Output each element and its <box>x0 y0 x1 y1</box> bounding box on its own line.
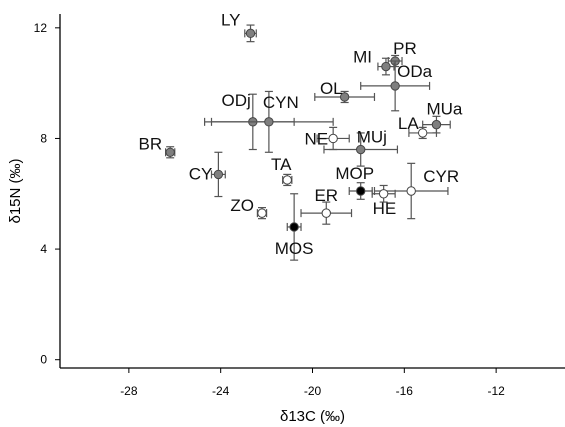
data-point: TA <box>271 155 293 187</box>
point-marker <box>356 186 366 196</box>
x-tick-label: -20 <box>304 384 322 398</box>
point-label: CYN <box>263 93 299 112</box>
point-marker <box>417 128 428 138</box>
x-tick-label: -16 <box>396 384 414 398</box>
point-marker <box>378 189 389 199</box>
y-tick-label: 0 <box>40 353 47 367</box>
point-label: MUj <box>357 128 387 147</box>
data-point: ER <box>300 186 353 225</box>
x-tick-label: -12 <box>487 384 505 398</box>
y-tick-label: 8 <box>40 131 47 145</box>
plot-frame <box>59 14 565 369</box>
point-label: PR <box>393 39 417 58</box>
point-marker <box>339 92 350 102</box>
axis-ticks: -28 -24 -20 -16 -12 0 4 8 12 <box>34 21 505 398</box>
point-marker <box>245 28 256 39</box>
data-point: CYN <box>204 90 334 153</box>
point-label: MOS <box>275 239 314 258</box>
point-marker <box>406 186 416 196</box>
x-axis-label: δ13C (‰) <box>280 408 345 425</box>
point-label: LY <box>221 10 241 29</box>
point-marker <box>328 133 338 144</box>
point-marker <box>431 119 442 130</box>
data-point: BR <box>139 134 176 159</box>
point-label: MUa <box>426 100 462 119</box>
data-point: MUa <box>422 100 463 134</box>
x-tick-label: -28 <box>120 384 138 398</box>
data-point: OL <box>314 79 376 104</box>
point-label: NE <box>305 129 329 148</box>
point-label: OL <box>320 79 343 98</box>
point-marker <box>390 81 400 91</box>
data-point: CY <box>189 151 226 198</box>
point-marker <box>165 147 175 157</box>
point-label: CYR <box>423 167 459 186</box>
y-tick-label: 4 <box>40 242 47 256</box>
data-point: MUj <box>323 128 399 167</box>
point-label: BR <box>139 134 163 153</box>
point-label: ODj <box>222 91 251 110</box>
point-label: ZO <box>230 196 254 215</box>
data-point: MOS <box>275 193 314 261</box>
point-marker <box>257 208 267 218</box>
data-point: NE <box>305 126 350 151</box>
point-marker <box>381 61 391 72</box>
y-axis-label: δ15N (‰) <box>7 158 24 223</box>
point-marker <box>289 222 299 232</box>
data-point: ZO <box>230 196 268 220</box>
point-marker <box>264 117 274 127</box>
data-point: LY <box>221 10 257 43</box>
point-marker <box>321 208 331 218</box>
point-label: LA <box>398 114 419 133</box>
point-label: MI <box>353 48 372 67</box>
point-label: ODa <box>397 62 433 81</box>
data-point: MI <box>353 48 395 76</box>
data-point: HE <box>371 184 397 218</box>
point-marker <box>356 144 366 155</box>
point-label: CY <box>189 164 213 183</box>
data-point: ODa <box>360 60 433 112</box>
point-label: HE <box>373 199 397 218</box>
point-marker <box>282 175 292 185</box>
data-point: LA <box>398 114 438 140</box>
point-label: TA <box>271 155 292 174</box>
point-label: ER <box>314 186 338 205</box>
point-marker <box>213 169 224 180</box>
point-label: MOP <box>335 164 374 183</box>
y-tick-label: 12 <box>34 21 48 35</box>
x-tick-label: -24 <box>212 384 230 398</box>
data-point: MOP <box>335 164 374 200</box>
